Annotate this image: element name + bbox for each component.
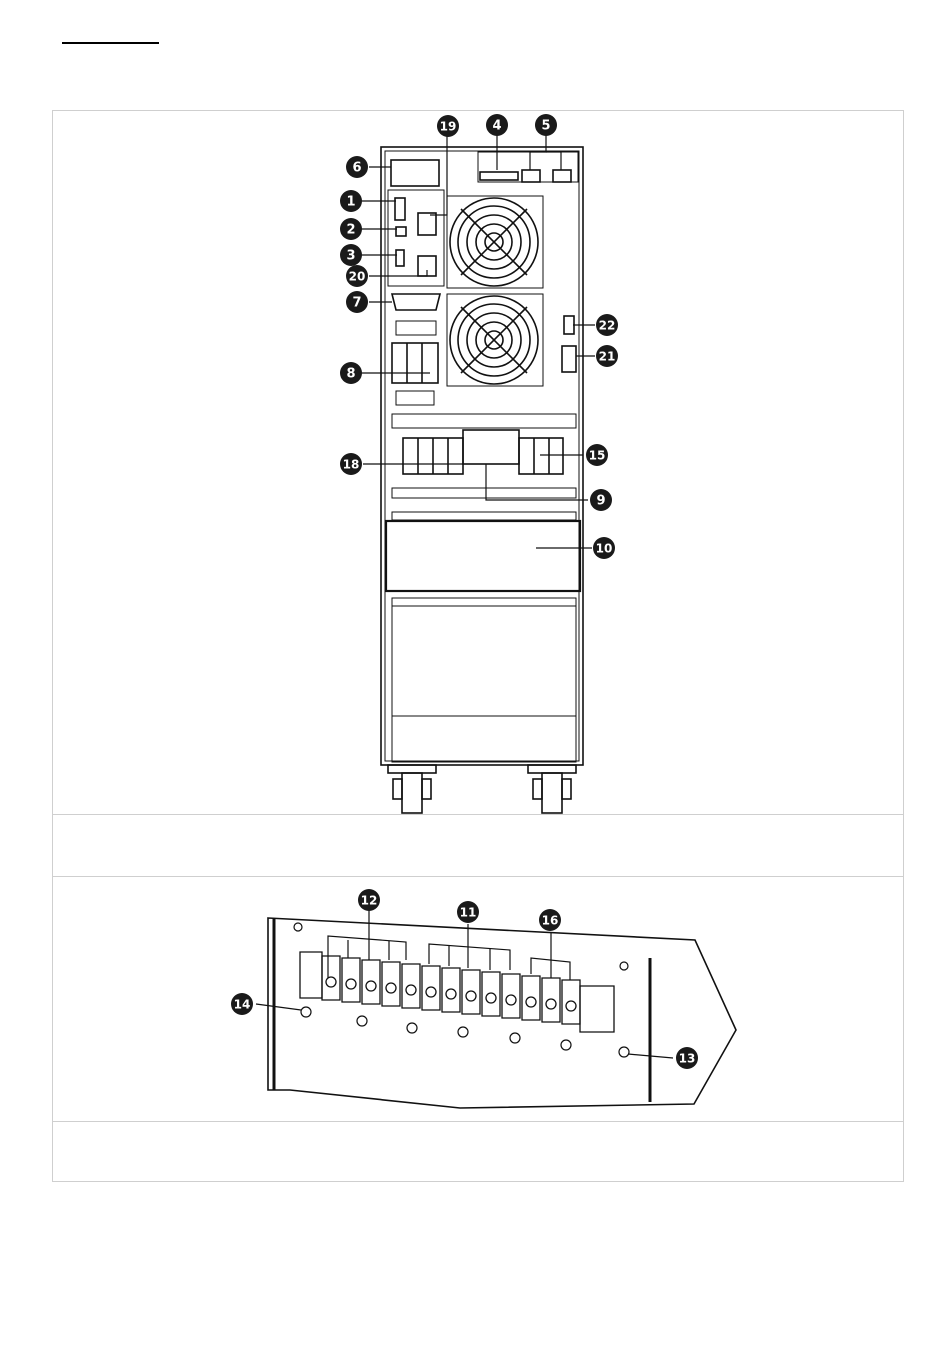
callout-1: 1 [340,190,362,212]
callout-number: 6 [352,161,361,176]
parallel-port [392,294,440,310]
terminal-21 [562,346,576,372]
callout-number: 2 [346,223,355,238]
caster-left [388,765,436,813]
cooling-fan-lower [447,294,543,386]
callout-5: 5 [535,114,557,136]
callout-13: 13 [676,1047,698,1069]
terminal-cover-9 [463,430,519,464]
callout-number: 4 [492,119,501,134]
callout-8: 8 [340,362,362,384]
callout-10: 10 [593,537,615,559]
callout-number: 3 [346,249,355,264]
terminal-block-panel [256,908,736,1108]
callout-number: 5 [541,119,550,134]
breaker-19 [418,213,436,235]
callout-number: 12 [361,894,378,908]
input-breaker [392,343,438,383]
callout-16: 16 [539,909,561,931]
callout-number: 14 [234,998,251,1012]
callout-number: 21 [599,350,616,364]
callout-20: 20 [346,265,368,287]
callout-15: 15 [586,444,608,466]
leader-lines-terminal [256,908,673,1058]
ups-rear-panel [381,147,583,813]
callout-21: 21 [596,345,618,367]
callout-2: 2 [340,218,362,240]
callout-number: 15 [589,449,606,463]
callout-4: 4 [486,114,508,136]
callout-number: 1 [346,195,355,210]
terminal-cover-10 [386,521,580,591]
callout-18: 18 [340,453,362,475]
cooling-fan-upper [447,196,543,288]
breaker-15 [519,438,563,474]
callout-3: 3 [340,244,362,266]
callout-number: 9 [596,494,605,509]
comm-port-a [522,170,540,182]
callout-number: 19 [440,120,457,134]
dry-contact-terminal [480,172,518,180]
caster-right [528,765,576,813]
rs232-port [395,198,405,220]
callout-number: 7 [352,296,361,311]
intelligent-slot [391,160,439,186]
callout-9: 9 [590,489,612,511]
callout-number: 22 [599,319,616,333]
terminal-strip [300,952,614,1032]
callout-6: 6 [346,156,368,178]
callout-12: 12 [358,889,380,911]
callout-number: 18 [343,458,360,472]
port-22 [564,316,574,334]
callout-11: 11 [457,901,479,923]
callout-22: 22 [596,314,618,336]
epo-port [396,250,404,266]
callout-number: 11 [460,906,477,920]
callout-number: 10 [596,542,613,556]
callout-19: 19 [437,115,459,137]
callout-7: 7 [346,291,368,313]
callout-number: 20 [349,270,366,284]
usb-port [396,227,406,236]
comm-port-b [553,170,571,182]
callout-number: 16 [542,914,559,928]
callout-14: 14 [231,993,253,1015]
callout-number: 8 [346,367,355,382]
callout-number: 13 [679,1052,696,1066]
